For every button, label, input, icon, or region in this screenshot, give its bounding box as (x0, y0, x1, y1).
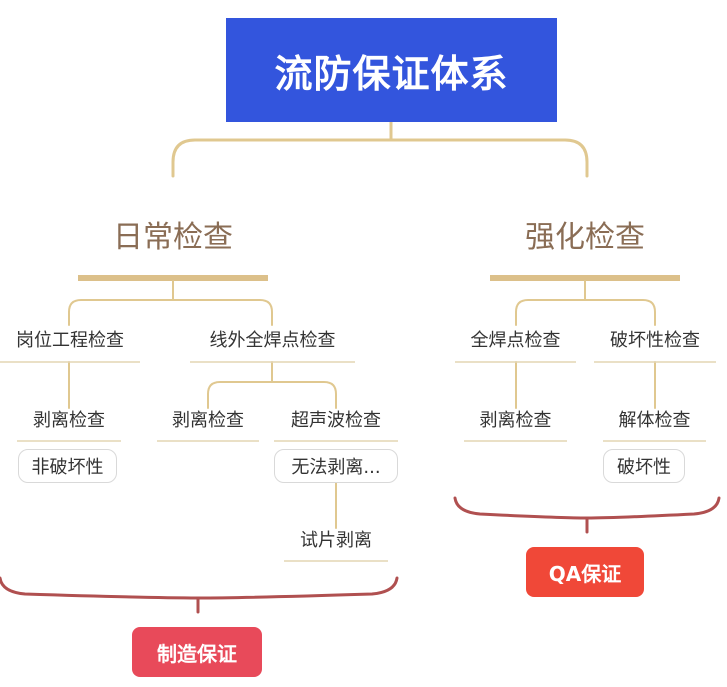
node-coupon-peel[interactable]: 试片剥离 (300, 530, 372, 551)
root-node[interactable]: 流防保证体系 (226, 18, 557, 122)
node-strengthened-check[interactable]: 强化检查 (525, 220, 645, 255)
node-full-weld-check[interactable]: 全焊点检查 (470, 330, 561, 351)
node-offline-weld-check[interactable]: 线外全焊点检查 (209, 330, 336, 351)
node-peel-check-offline[interactable]: 剥离检查 (172, 410, 244, 431)
badge-manufacturing-assurance: 制造保证 (132, 627, 262, 677)
tag-non-destructive: 非破坏性 (18, 449, 117, 483)
node-peel-check-post[interactable]: 剥离检查 (33, 410, 105, 431)
node-disassembly-check[interactable]: 解体检查 (618, 410, 691, 431)
tag-cannot-peel: 无法剥离... (274, 449, 398, 483)
badge-qa-assurance: QA保证 (526, 547, 644, 597)
tag-destructive: 破坏性 (603, 449, 685, 483)
node-daily-check[interactable]: 日常检查 (113, 220, 233, 255)
node-post-process-check[interactable]: 岗位工程检查 (16, 330, 124, 351)
node-peel-check-weld[interactable]: 剥离检查 (479, 410, 552, 431)
node-destructive-check[interactable]: 破坏性检查 (610, 330, 700, 351)
node-ultrasonic-check[interactable]: 超声波检查 (291, 410, 381, 431)
